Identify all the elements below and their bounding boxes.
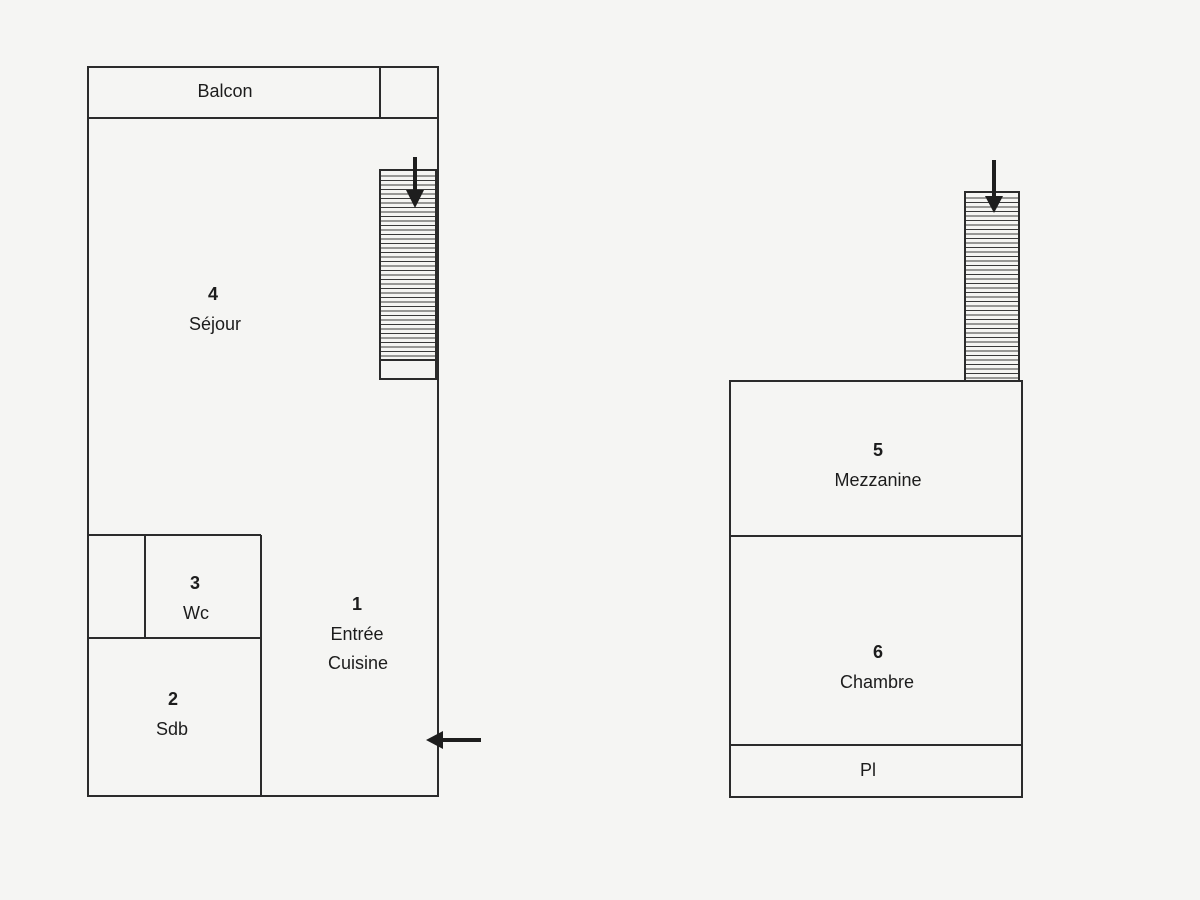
ground-floor-outline: [87, 66, 439, 797]
sejour-label: Séjour: [189, 314, 241, 334]
entree-cuisine-number: 1: [352, 594, 362, 614]
sdb-label: Sdb: [156, 719, 188, 739]
staircase-ground-arrow: [406, 157, 424, 208]
wc-label: Wc: [183, 603, 209, 623]
sdb-number: 2: [168, 689, 178, 709]
entree-label: Entrée: [330, 624, 383, 644]
staircase-upper: [964, 191, 1020, 382]
upper-floor-plan: 5 Mezzanine 6 Chambre Pl: [729, 160, 1023, 798]
staircase-upper-arrow: [985, 160, 1003, 213]
ground-floor-plan: Balcon 4 Séjour 3 Wc 2 Sdb 1 Entrée Cuis…: [87, 66, 481, 797]
pl-label: Pl: [860, 760, 876, 780]
staircase-upper-steps: [966, 197, 1018, 379]
chambre-number: 6: [873, 642, 883, 662]
upper-floor-outline: [729, 380, 1023, 798]
cuisine-label: Cuisine: [328, 653, 388, 673]
mezzanine-label: Mezzanine: [834, 470, 921, 490]
entrance-arrow: [426, 731, 481, 749]
balcon-label: Balcon: [197, 81, 252, 101]
wc-number: 3: [190, 573, 200, 593]
mezzanine-number: 5: [873, 440, 883, 460]
sejour-number: 4: [208, 284, 218, 304]
staircase-ground-steps: [381, 175, 435, 357]
chambre-label: Chambre: [840, 672, 914, 692]
